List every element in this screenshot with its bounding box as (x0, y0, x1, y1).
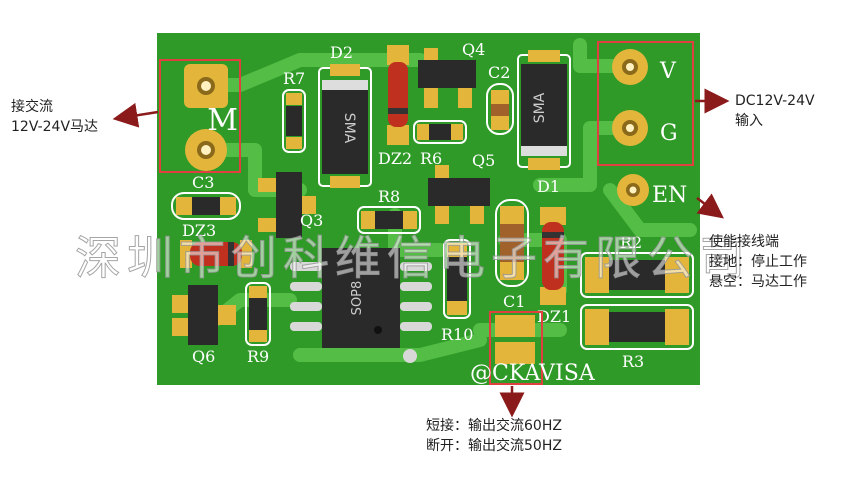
freq-select-callout-box (489, 311, 543, 385)
motor-annotation-line2: 12V-24V马达 (11, 119, 99, 135)
label-r6: R6 (420, 149, 442, 168)
q3-transistor (258, 172, 316, 238)
q6-transistor (172, 285, 236, 345)
motor-pad-1 (184, 64, 228, 108)
enable-annotation-line2: 接地：停止工作 (709, 254, 807, 270)
r6-resistor (413, 120, 467, 144)
label-dz2: DZ2 (378, 149, 412, 168)
motor-annotation: 接交流 12V-24V马达 (11, 97, 98, 137)
freq-select-pads (495, 315, 535, 364)
c3-capacitor (171, 192, 241, 220)
label-q3: Q3 (300, 211, 323, 230)
dz1-zener (540, 207, 566, 305)
r9-resistor (245, 282, 271, 346)
via (403, 349, 417, 363)
q5-transistor (428, 165, 490, 224)
sop8-package-mark: SOP8 (350, 281, 365, 316)
label-c2: C2 (488, 63, 510, 82)
d2-diode: SMA (318, 64, 372, 188)
motor-callout-box (159, 59, 241, 173)
r2-resistor (580, 252, 694, 298)
d1-diode: SMA (517, 50, 571, 170)
label-r2: R2 (620, 233, 642, 252)
label-v: V (659, 59, 677, 84)
motor-pad-2 (185, 129, 227, 171)
label-m: M (207, 103, 238, 138)
arrow-motor (112, 102, 159, 128)
label-r9: R9 (247, 347, 269, 366)
d1-package-mark: SMA (532, 92, 548, 123)
sop8-ic: SOP8 (290, 248, 432, 348)
label-en: EN (652, 183, 687, 208)
arrow-enable (696, 193, 724, 219)
label-c1: C1 (503, 292, 525, 311)
q4-transistor (418, 48, 476, 108)
en-pad (617, 174, 649, 206)
dc-input-callout-box (597, 41, 694, 166)
silkscreen-copyright: @CKAVISA (470, 361, 596, 386)
c1-capacitor (495, 199, 529, 287)
dc-g-pad (612, 110, 648, 146)
enable-annotation-line1: 使能接线端 (709, 234, 779, 250)
r8-resistor (357, 206, 421, 234)
c2-capacitor (486, 83, 514, 135)
label-r3: R3 (622, 352, 644, 371)
dz2-zener (387, 45, 409, 145)
d2-package-mark: SMA (341, 113, 357, 144)
label-dz1: DZ1 (537, 307, 571, 326)
freq-annotation: 短接：输出交流60HZ 断开：输出交流50HZ (426, 416, 562, 456)
label-c3: C3 (192, 173, 214, 192)
label-q4: Q4 (462, 40, 485, 59)
dc-input-annotation-line1: DC12V-24V (735, 93, 815, 109)
label-q5: Q5 (472, 151, 495, 170)
dc-input-annotation-line2: 输入 (735, 113, 763, 129)
label-r8: R8 (378, 187, 400, 206)
label-d2: D2 (330, 43, 353, 62)
enable-annotation-line3: 悬空：马达工作 (709, 274, 807, 290)
dz3-zener (180, 240, 252, 268)
dc-input-annotation: DC12V-24V 输入 (735, 91, 815, 131)
label-d1: D1 (537, 177, 560, 196)
freq-annotation-line2: 断开：输出交流50HZ (426, 438, 562, 454)
label-g: G (660, 121, 678, 146)
r3-resistor (580, 304, 694, 350)
motor-annotation-line1: 接交流 (11, 99, 53, 115)
enable-annotation: 使能接线端 接地：停止工作 悬空：马达工作 (709, 232, 807, 292)
r7-resistor (282, 89, 306, 153)
label-r10: R10 (441, 325, 473, 344)
dc-v-pad (612, 49, 648, 85)
r10-resistor (443, 239, 471, 319)
label-dz3: DZ3 (182, 221, 216, 240)
label-q6: Q6 (192, 347, 215, 366)
freq-annotation-line1: 短接：输出交流60HZ (426, 418, 562, 434)
label-r7: R7 (283, 69, 305, 88)
